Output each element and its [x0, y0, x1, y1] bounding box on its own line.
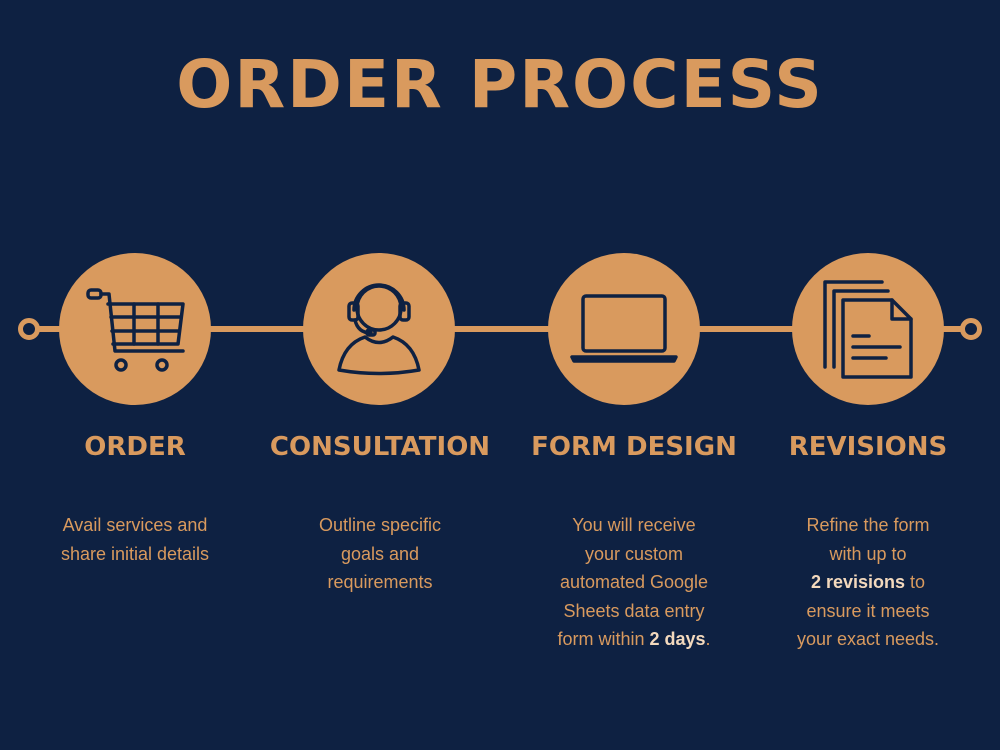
desc-line: Outline specific	[318, 515, 442, 535]
page-title: ORDER PROCESS	[176, 46, 824, 123]
desc-line: form within 2 days.	[529, 625, 739, 654]
documents-icon	[823, 280, 913, 379]
step-order-title: ORDER	[84, 432, 186, 462]
desc-line: with up to	[829, 543, 907, 564]
desc-line: automated Google	[559, 572, 709, 592]
headset-icon	[337, 283, 421, 376]
step-revisions-description: Refine the form with up to 2 revisions t…	[763, 511, 973, 654]
desc-text: .	[705, 629, 711, 649]
step-order-circle	[59, 253, 211, 405]
laptop-icon	[570, 294, 678, 363]
step-revisions-circle	[792, 253, 944, 405]
desc-line: Avail services and	[62, 515, 208, 535]
step-revisions-title: REVISIONS	[788, 432, 948, 462]
step-consultation-circle	[303, 253, 455, 405]
desc-line: your exact needs.	[796, 629, 940, 649]
desc-emphasis: 2 revisions	[810, 572, 906, 592]
shopping-cart-icon	[86, 288, 185, 372]
desc-line: Sheets data entry	[563, 600, 705, 621]
step-form-design-description: You will receive your custom automated G…	[529, 511, 739, 654]
step-form-design-title: FORM DESIGN	[531, 432, 737, 462]
desc-line: You will receive	[572, 515, 696, 535]
desc-line: requirements	[327, 572, 433, 592]
step-consultation-description: Outline specific goals and requirements	[275, 511, 485, 597]
desc-text: form within	[557, 629, 650, 649]
step-consultation-title: CONSULTATION	[269, 432, 491, 462]
desc-line: 2 revisions to	[763, 568, 973, 597]
timeline-start-node	[18, 318, 40, 340]
desc-line: Refine the form	[806, 515, 930, 535]
desc-line: share initial details	[60, 543, 210, 564]
timeline-end-node	[960, 318, 982, 340]
desc-text: to	[905, 572, 926, 592]
desc-line: goals and	[340, 543, 420, 564]
desc-emphasis: 2 days	[649, 629, 706, 649]
step-order-description: Avail services and share initial details	[30, 511, 240, 568]
step-form-design-circle	[548, 253, 700, 405]
desc-line: your custom	[584, 543, 684, 564]
desc-line: ensure it meets	[806, 600, 930, 621]
